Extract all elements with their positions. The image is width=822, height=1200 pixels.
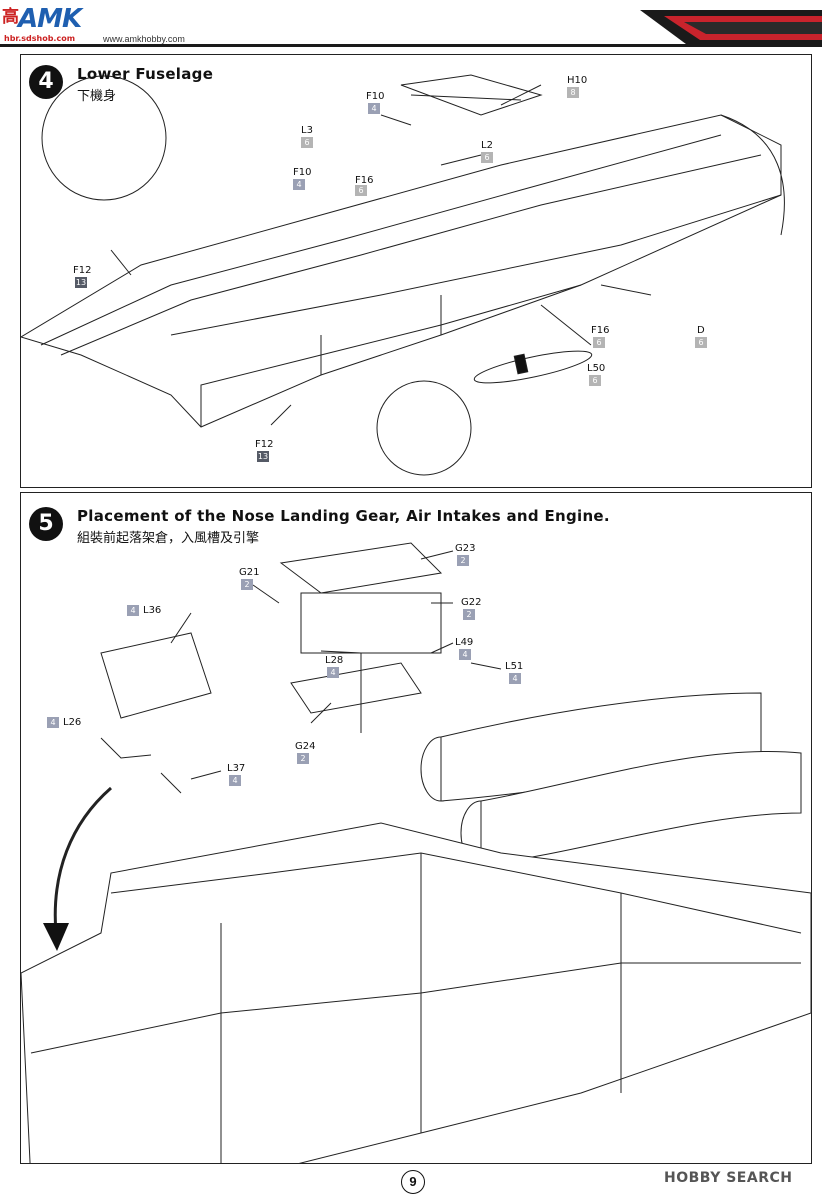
part-label: G21 (239, 567, 260, 578)
step4-number-badge: 4 (29, 65, 63, 99)
sprue-badge: 8 (567, 87, 579, 98)
sprue-badge: 4 (459, 649, 471, 660)
part-label: G24 (295, 741, 316, 752)
sprue-badge: 6 (481, 152, 493, 163)
part-label: L26 (63, 717, 82, 728)
part-label: L3 (301, 125, 313, 136)
sprue-badge: 2 (457, 555, 469, 566)
sprue-badge: 4 (327, 667, 339, 678)
lower-fuselage-drawing (21, 74, 785, 476)
step4-subtitle: 下機身 (77, 89, 117, 104)
step5-title: Placement of the Nose Landing Gear, Air … (77, 507, 610, 525)
page-number: 9 (401, 1170, 425, 1194)
part-label: F10 (366, 91, 385, 102)
watermark-text: HOBBY SEARCH (664, 1170, 793, 1186)
part-label: L49 (455, 637, 474, 648)
part-label: L51 (505, 661, 524, 672)
sprue-badge: 4 (229, 775, 241, 786)
logo-cn-char: 高 (2, 7, 19, 27)
part-label: L37 (227, 763, 246, 774)
sprue-badge: 6 (301, 137, 313, 148)
sprue-badge: 4 (509, 673, 521, 684)
sprue-badge: 13 (75, 277, 87, 288)
detail-circle-bottom (376, 380, 472, 476)
header-bar (0, 0, 822, 50)
logo-text: AMK (18, 4, 82, 34)
step5-panel: 5 Placement of the Nose Landing Gear, Ai… (20, 492, 812, 1164)
sprue-badge: 6 (589, 375, 601, 386)
sprue-badge: 13 (257, 451, 269, 462)
sprue-badge: 2 (241, 579, 253, 590)
step4-title: Lower Fuselage (77, 65, 214, 83)
step4-panel: 4 Lower Fuselage 下機身 F10 4 H10 8 L3 6 L2… (20, 54, 812, 488)
nose-gear-intake-engine-drawing (21, 542, 811, 1163)
brand-logo: 高 AMK hbr.sdshob.com (2, 4, 82, 43)
sprue-badge: 4 (293, 179, 305, 190)
part-label: G22 (461, 597, 482, 608)
part-label: L36 (143, 605, 162, 616)
sprue-badge: 6 (695, 337, 707, 348)
part-label: F16 (355, 175, 374, 186)
part-label: H10 (567, 75, 588, 86)
part-label: L50 (587, 363, 606, 374)
part-label: F16 (591, 325, 610, 336)
sprue-badge: 4 (47, 717, 59, 728)
part-label: D (697, 325, 705, 336)
part-label: L28 (325, 655, 344, 666)
sprue-badge: 4 (368, 103, 380, 114)
step5-subtitle: 組裝前起落架倉，入風槽及引擎 (77, 531, 260, 546)
step5-number-badge: 5 (29, 507, 63, 541)
part-label: F10 (293, 167, 312, 178)
part-label: F12 (73, 265, 92, 276)
sprue-badge: 6 (355, 185, 367, 196)
sprue-badge: 2 (463, 609, 475, 620)
sprue-badge: 4 (127, 605, 139, 616)
logo-sub-text: hbr.sdshob.com (4, 34, 76, 43)
header-stripe (0, 10, 822, 47)
part-label: L2 (481, 140, 493, 151)
part-label: G23 (455, 543, 476, 554)
website-url: www.amkhobby.com (103, 34, 185, 44)
sprue-badge: 6 (593, 337, 605, 348)
sprue-badge: 2 (297, 753, 309, 764)
part-label: F12 (255, 439, 274, 450)
detail-circle-top (41, 75, 167, 201)
